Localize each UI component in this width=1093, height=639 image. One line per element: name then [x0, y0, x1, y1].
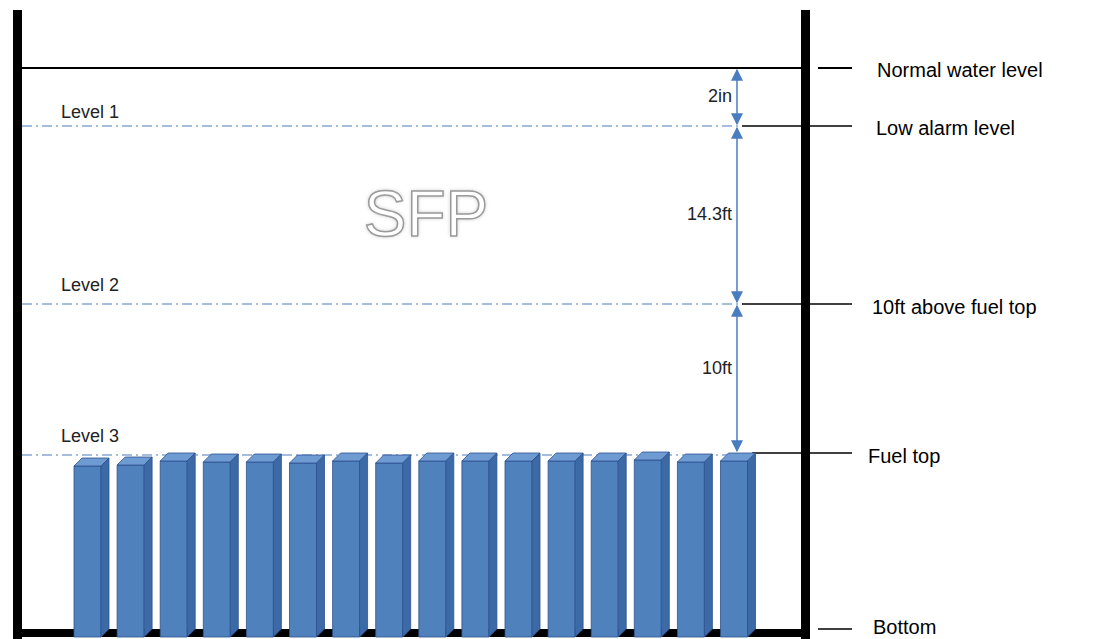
- fuel-assembly: [273, 454, 281, 637]
- water-line: [22, 67, 801, 69]
- fuel-assembly: [575, 453, 583, 637]
- fuel-assembly: [748, 453, 756, 637]
- fuel-assembly: [203, 462, 230, 637]
- leader-line: [742, 303, 852, 305]
- fuel-assembly: [144, 457, 152, 637]
- dimension-arrow: [736, 306, 738, 451]
- fuel-assembly: [117, 465, 144, 637]
- fuel-assembly: [634, 460, 661, 637]
- level-name: Low alarm level: [876, 117, 1015, 139]
- watermark: SFP: [364, 179, 488, 249]
- level-label: Level 2: [61, 276, 119, 296]
- fuel-assembly: [187, 453, 195, 637]
- level-line: [22, 125, 738, 126]
- fuel-assembly: [677, 462, 704, 637]
- pool-wall: [13, 10, 22, 639]
- fuel-assembly: [446, 453, 454, 637]
- leader-line: [752, 452, 852, 454]
- fuel-assembly: [333, 461, 360, 637]
- fuel-assembly: [591, 461, 618, 637]
- level-label: Level 3: [61, 427, 119, 447]
- fuel-assembly: [721, 461, 748, 637]
- fuel-assembly: [505, 461, 532, 637]
- fuel-assembly: [618, 453, 626, 637]
- fuel-assembly: [360, 453, 368, 637]
- pool-wall: [801, 10, 810, 639]
- fuel-assembly: [704, 454, 712, 637]
- fuel-assembly: [246, 462, 273, 637]
- fuel-assembly: [74, 466, 101, 637]
- fuel-assemblies: [74, 452, 756, 637]
- leader-line: [818, 67, 852, 69]
- dimension-label: 10ft: [702, 359, 732, 379]
- dimension-label: 2in: [708, 87, 732, 107]
- fuel-assembly: [462, 461, 489, 637]
- fuel-assembly: [403, 455, 411, 637]
- fuel-assembly: [661, 452, 669, 637]
- fuel-assembly: [376, 463, 403, 637]
- fuel-assembly: [489, 453, 497, 637]
- level-name: Fuel top: [868, 445, 940, 467]
- fuel-assembly: [532, 453, 540, 637]
- fuel-assembly: [317, 455, 325, 637]
- fuel-assembly: [419, 461, 446, 637]
- dimension-arrow: [736, 128, 738, 302]
- fuel-assembly: [548, 461, 575, 637]
- level-line: [22, 303, 738, 304]
- fuel-assembly: [230, 454, 238, 637]
- level-line: [22, 454, 738, 455]
- level-label: Level 1: [61, 103, 119, 123]
- leader-line: [818, 628, 852, 630]
- dimension-label: 14.3ft: [687, 205, 732, 225]
- leader-line: [742, 125, 852, 127]
- fuel-assembly: [101, 458, 109, 637]
- level-name: Normal water level: [877, 59, 1043, 81]
- dimension-arrow: [736, 70, 738, 124]
- fuel-assembly: [160, 461, 187, 637]
- level-name: Bottom: [873, 616, 936, 638]
- fuel-assembly: [290, 463, 317, 637]
- level-name: 10ft above fuel top: [872, 296, 1037, 318]
